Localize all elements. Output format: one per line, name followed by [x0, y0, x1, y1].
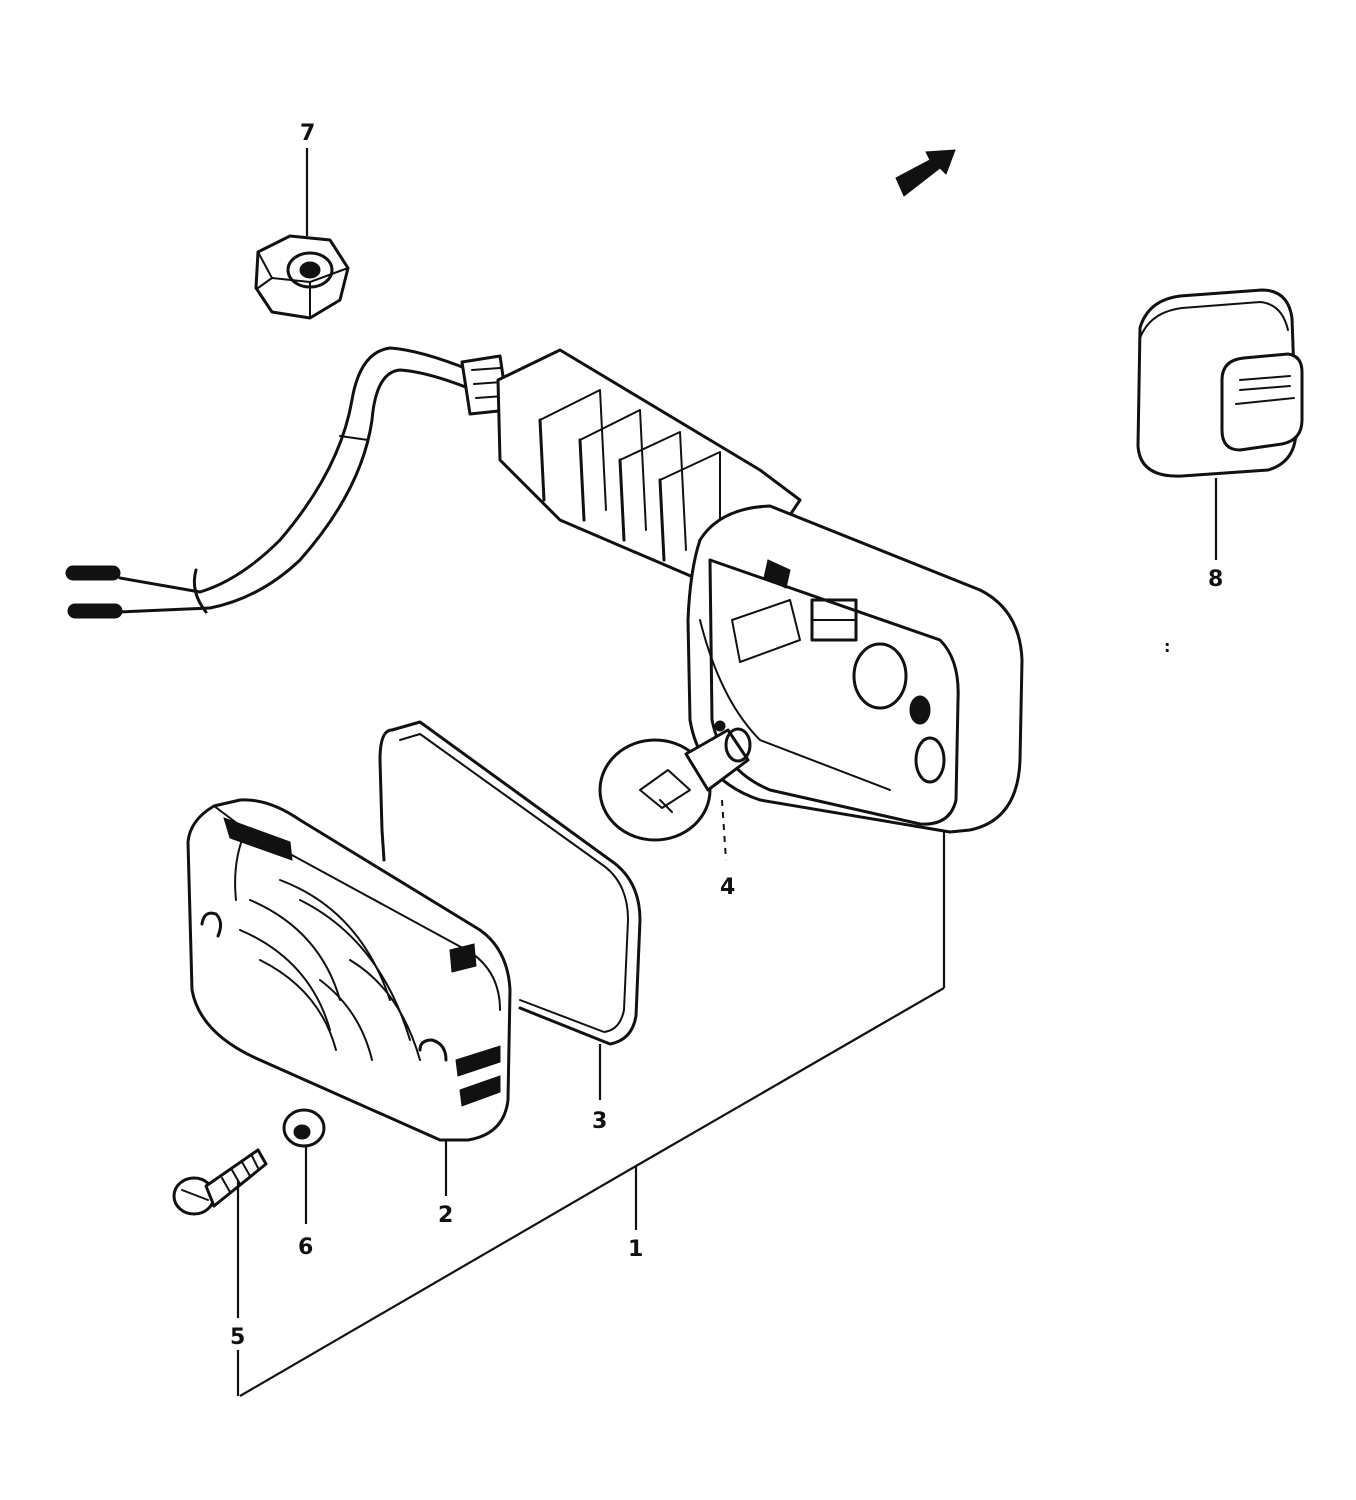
forward-arrow-icon: [895, 149, 956, 197]
turn-signal-housing-assembly: [65, 346, 1024, 834]
callout-2: 2: [438, 1203, 453, 1228]
callout-8: 8: [1208, 567, 1223, 592]
assembly-bracket: [236, 830, 946, 1397]
callout-1: 1: [628, 1237, 643, 1262]
callout-4: 4: [720, 875, 735, 900]
lens-gasket-part: [378, 720, 642, 1046]
callout-7: 7: [300, 121, 315, 146]
screw-part: [172, 1148, 268, 1216]
callout-6: 6: [298, 1235, 313, 1260]
hex-nut-part: [254, 234, 350, 320]
relay-unit-part: [1136, 288, 1304, 478]
bulb-part: [598, 720, 752, 842]
callout-5: 5: [230, 1325, 245, 1350]
leader-line-4: [721, 799, 727, 861]
callout-3: 3: [592, 1109, 607, 1134]
washer-part: [282, 1108, 326, 1148]
stray-mark: :: [1164, 637, 1170, 656]
lens-part: [186, 798, 512, 1142]
